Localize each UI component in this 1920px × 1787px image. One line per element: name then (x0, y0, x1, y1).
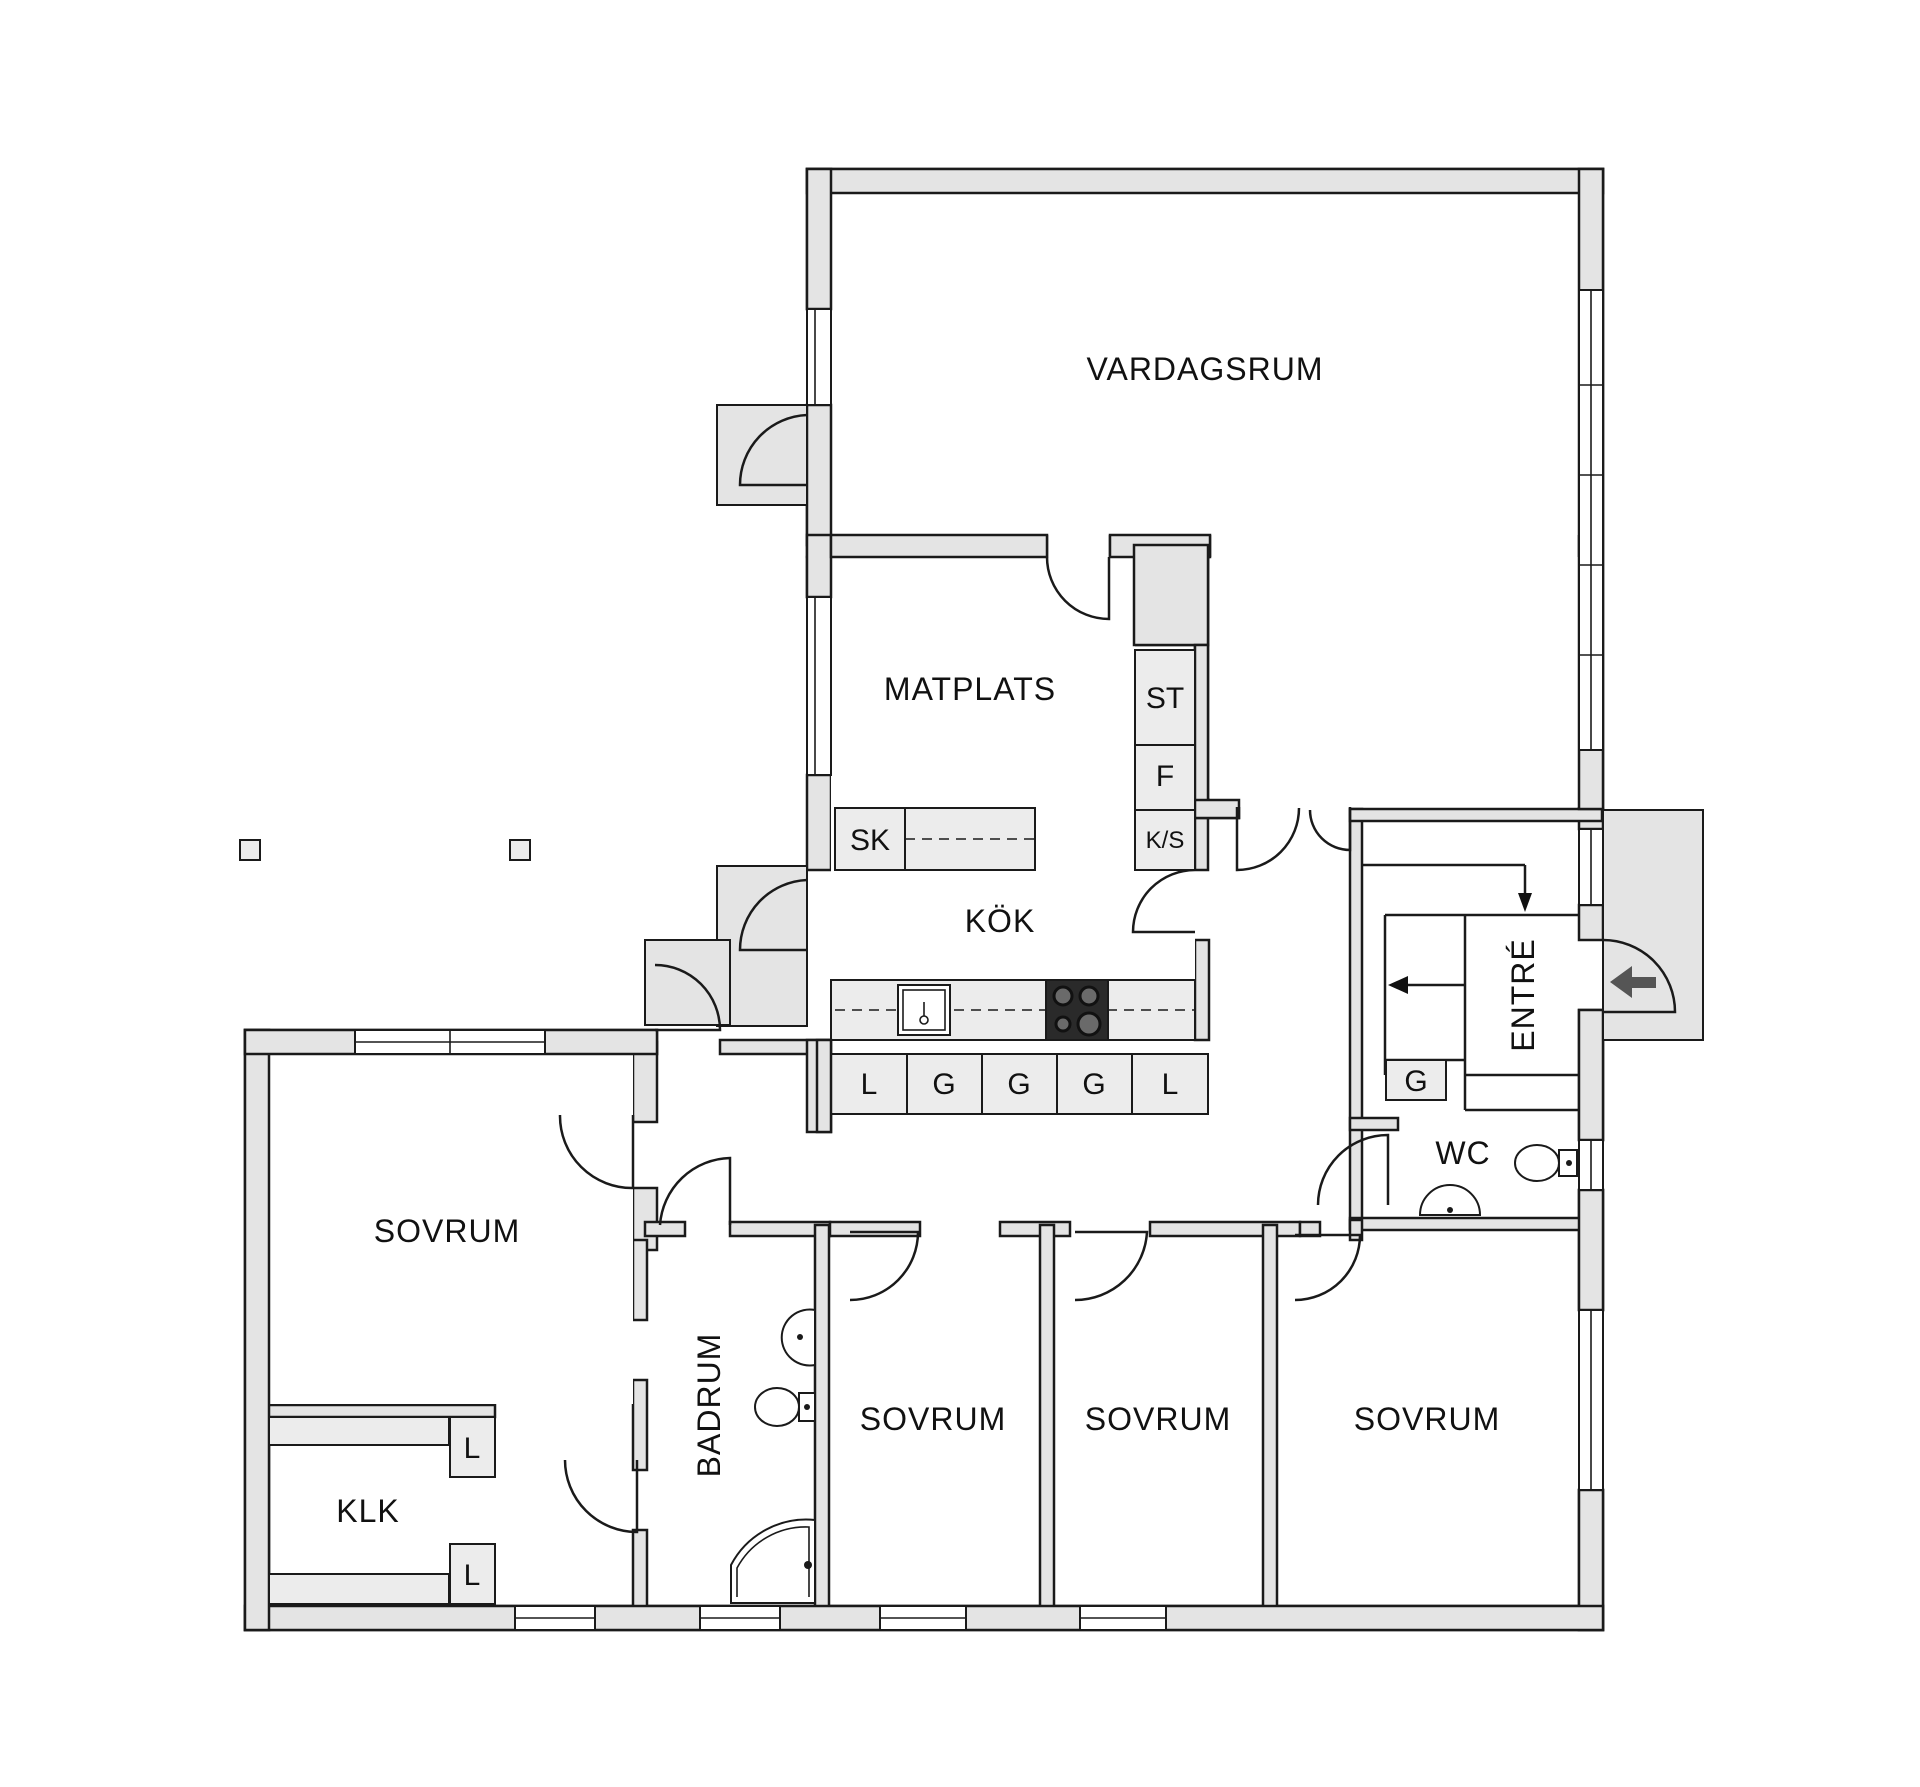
room-label-kok: KÖK (965, 903, 1036, 939)
window-matplats (806, 596, 832, 776)
f-fridge (1134, 744, 1196, 811)
room-interiors (269, 193, 1579, 1404)
fixture-label-kitchen-3: G (1082, 1068, 1105, 1101)
fixture-label-sk: SK (850, 824, 890, 857)
fixture-label-klk-l2: L (464, 1559, 481, 1592)
wc-fixtures (1385, 1059, 1578, 1216)
badrum-toilet-icon (754, 1387, 800, 1427)
fixture-label-f: F (1156, 760, 1174, 793)
klk-shelf-bottom (268, 1573, 450, 1605)
balcony-step (716, 404, 808, 506)
wc-sink-icon (1418, 1184, 1482, 1216)
stair-arrow-left-icon (1388, 976, 1408, 994)
doors (558, 404, 1704, 1534)
ks-freezer (1134, 809, 1196, 871)
entrance-arrow-icon (1610, 966, 1656, 998)
fixture-label-kitchen-2: G (1007, 1068, 1030, 1101)
fixture-labels: ST F K/S SK L G G G L G L L (464, 682, 1428, 1592)
fixture-label-st: ST (1146, 682, 1184, 715)
fixture-label-kitchen-4: L (1162, 1068, 1179, 1101)
sink-icon (897, 984, 951, 1036)
klk-l2-cabinet (449, 1543, 496, 1605)
fixture-label-kitchen-0: L (861, 1068, 878, 1101)
side-entrance-step-lower (644, 939, 731, 1026)
room-label-klk: KLK (336, 1493, 399, 1529)
post-marker-right (509, 839, 531, 861)
fixture-label-klk-l1: L (464, 1432, 481, 1465)
room-label-sovrum-1: SOVRUM (374, 1213, 520, 1249)
klk-shelf-top (268, 1416, 450, 1446)
room-labels: VARDAGSRUM MATPLATS KÖK ENTRÉ WC SOVRUM … (336, 351, 1541, 1529)
room-label-matplats: MATPLATS (884, 671, 1056, 707)
kitchen-row-cell-2 (981, 1053, 1058, 1115)
windows (354, 289, 1604, 1631)
klk-fixtures (268, 1416, 496, 1605)
room-label-wc: WC (1435, 1135, 1490, 1171)
room-label-entre: ENTRÉ (1505, 938, 1541, 1051)
st-cabinet (1134, 649, 1196, 746)
room-label-sovrum-4: SOVRUM (1354, 1401, 1500, 1437)
shower-icon (730, 1518, 816, 1604)
stair-arrow-down-icon (1518, 893, 1532, 912)
post-marker-left (239, 839, 261, 861)
kitchen-fixtures (815, 649, 1209, 1134)
kitchen-row-cell-4 (1131, 1053, 1209, 1115)
klk-l1-cabinet (449, 1416, 496, 1478)
room-label-vardagsrum: VARDAGSRUM (1087, 351, 1324, 387)
badrum-fixtures (730, 1308, 816, 1604)
entrance-landing (1602, 809, 1704, 1041)
side-entrance-step-upper (716, 865, 808, 1027)
room-label-badrum: BADRUM (691, 1333, 727, 1478)
wc-toilet-icon (1514, 1144, 1560, 1182)
window-living-left (806, 308, 832, 406)
room-label-sovrum-2: SOVRUM (860, 1401, 1006, 1437)
fixture-label-entre-g: G (1404, 1065, 1427, 1098)
fixture-label-ks: K/S (1146, 827, 1185, 854)
room-label-sovrum-3: SOVRUM (1085, 1401, 1231, 1437)
fixture-label-kitchen-1: G (932, 1068, 955, 1101)
sk-cabinet (834, 807, 906, 871)
entre-g-cabinet (1385, 1059, 1447, 1101)
